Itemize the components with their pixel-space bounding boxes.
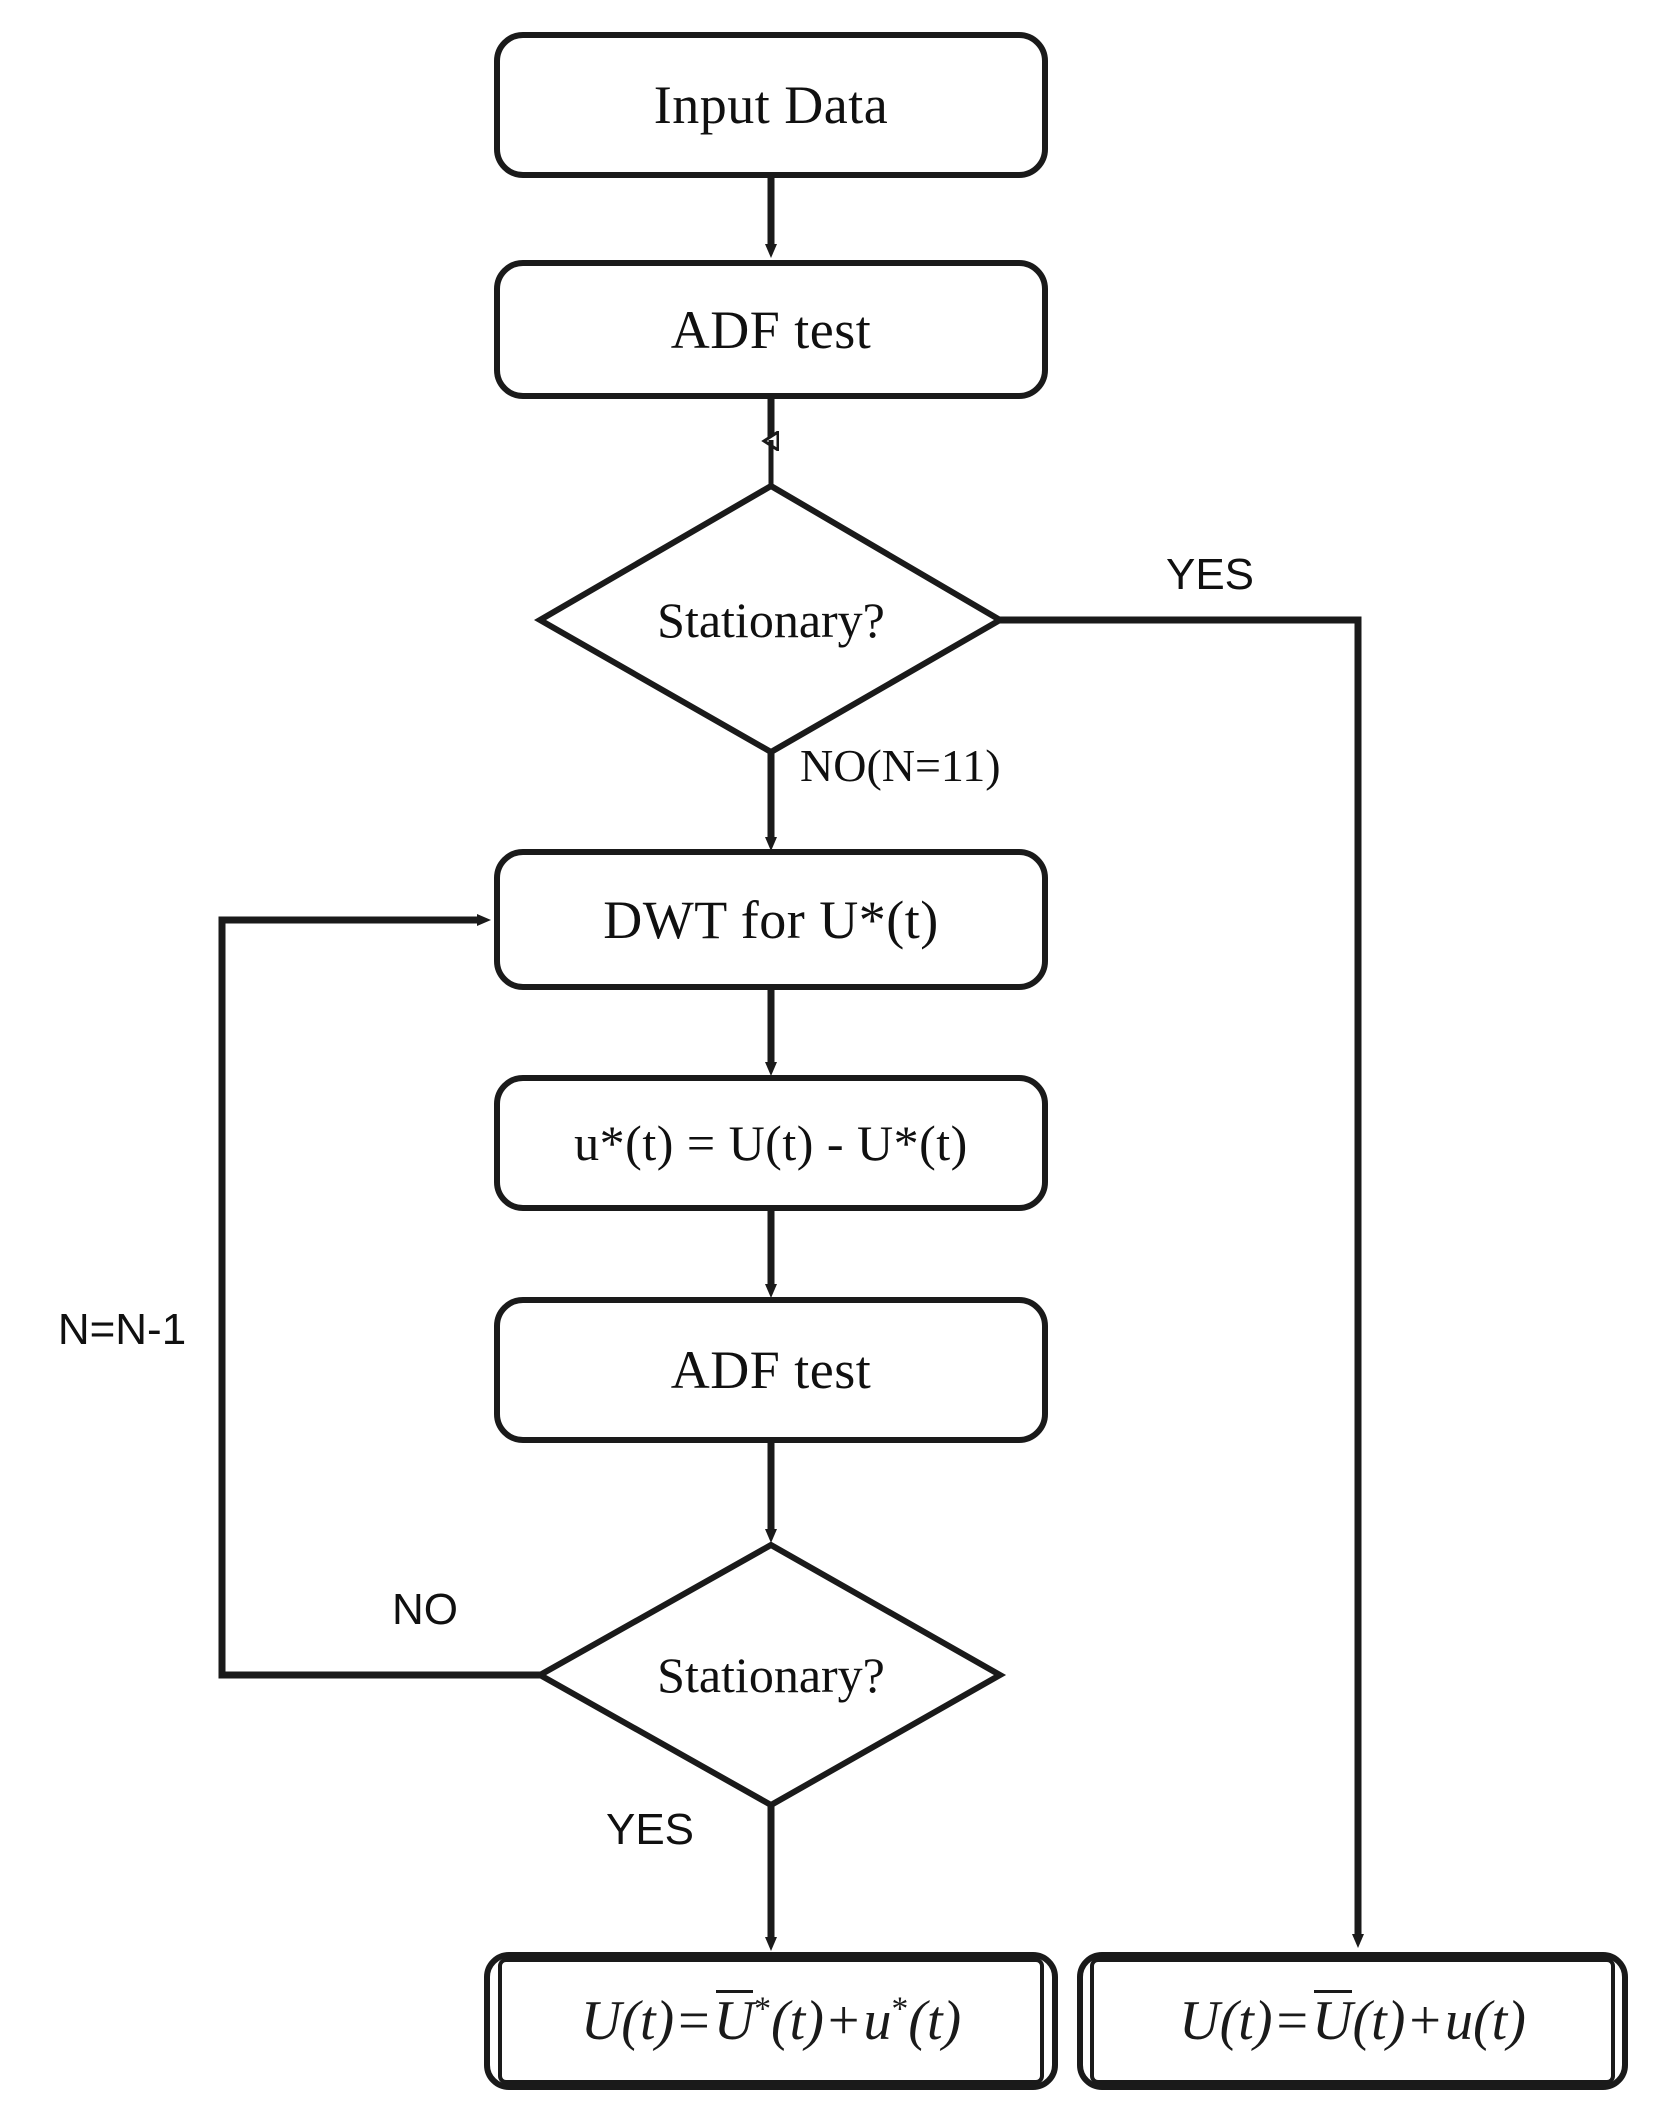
- node-result-left-outer: [484, 1952, 1058, 2090]
- node-dwt: [494, 849, 1048, 990]
- node-residual: [494, 1075, 1048, 1211]
- edge-stationary2-no-loopback: [218, 914, 540, 1679]
- node-result-left-inner: [498, 1958, 1044, 2084]
- node-stationary-1: [533, 482, 1006, 756]
- node-adf-test-1: [494, 260, 1048, 399]
- node-stationary-2: [533, 1541, 1007, 1809]
- node-input-data: [494, 32, 1048, 178]
- node-result-right-outer: [1077, 1952, 1628, 2090]
- node-result-right-inner: [1090, 1958, 1615, 2084]
- node-adf-test-2: [494, 1297, 1048, 1443]
- edge-stationary1-yes-to-result-right: [1000, 616, 1364, 1948]
